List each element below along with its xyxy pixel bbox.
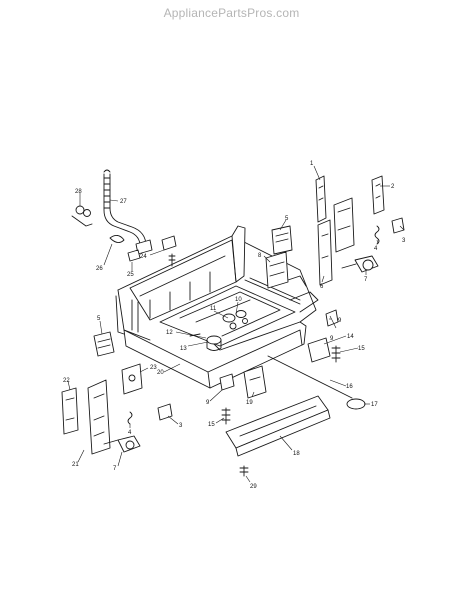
callout-24: 24 xyxy=(140,254,147,260)
callout-11: 11 xyxy=(210,306,217,312)
left-bracket-assembly xyxy=(61,331,143,455)
leader-lines xyxy=(67,165,405,483)
front-parts xyxy=(157,318,366,477)
callout-17: 17 xyxy=(371,402,378,408)
callout-26: 26 xyxy=(96,266,103,272)
callout-9-right: 9 xyxy=(330,336,334,342)
callout-1: 1 xyxy=(310,161,314,167)
callout-15-front: 15 xyxy=(208,422,215,428)
callout-7: 7 xyxy=(364,277,368,283)
callout-5-left: 5 xyxy=(97,316,101,322)
callout-8: 8 xyxy=(258,253,262,259)
side-bracket-assembly xyxy=(265,175,405,327)
callout-9-front: 9 xyxy=(206,400,210,406)
callout-9: 9 xyxy=(338,318,342,324)
callout-22: 22 xyxy=(63,378,70,384)
callout-13: 13 xyxy=(180,346,187,352)
callout-10: 10 xyxy=(235,297,242,303)
callout-2: 2 xyxy=(391,184,395,190)
callout-25: 25 xyxy=(127,272,134,278)
callout-20: 20 xyxy=(157,370,164,376)
watermark: AppliancePartsPros.com xyxy=(163,6,300,20)
callout-labels: 1 2 3 4 5 6 7 8 9 10 11 12 13 14 15 5 9 … xyxy=(63,161,406,490)
callout-16: 16 xyxy=(346,384,353,390)
callout-27: 27 xyxy=(120,199,127,205)
callout-4-left: 4 xyxy=(128,430,132,436)
base-tub xyxy=(115,225,319,389)
callout-29: 29 xyxy=(250,484,257,490)
callout-23: 23 xyxy=(150,365,157,371)
callout-12: 12 xyxy=(166,330,173,336)
callout-14: 14 xyxy=(347,334,354,340)
callout-6: 6 xyxy=(320,284,324,290)
callout-15: 15 xyxy=(358,346,365,352)
callout-4: 4 xyxy=(374,246,378,252)
callout-7-left: 7 xyxy=(113,466,117,472)
callout-19: 19 xyxy=(246,400,253,406)
callout-3-front: 3 xyxy=(179,423,183,429)
callout-5: 5 xyxy=(285,216,289,222)
callout-18: 18 xyxy=(293,451,300,457)
callout-28: 28 xyxy=(75,189,82,195)
callout-21: 21 xyxy=(72,462,79,468)
callout-3: 3 xyxy=(402,238,406,244)
